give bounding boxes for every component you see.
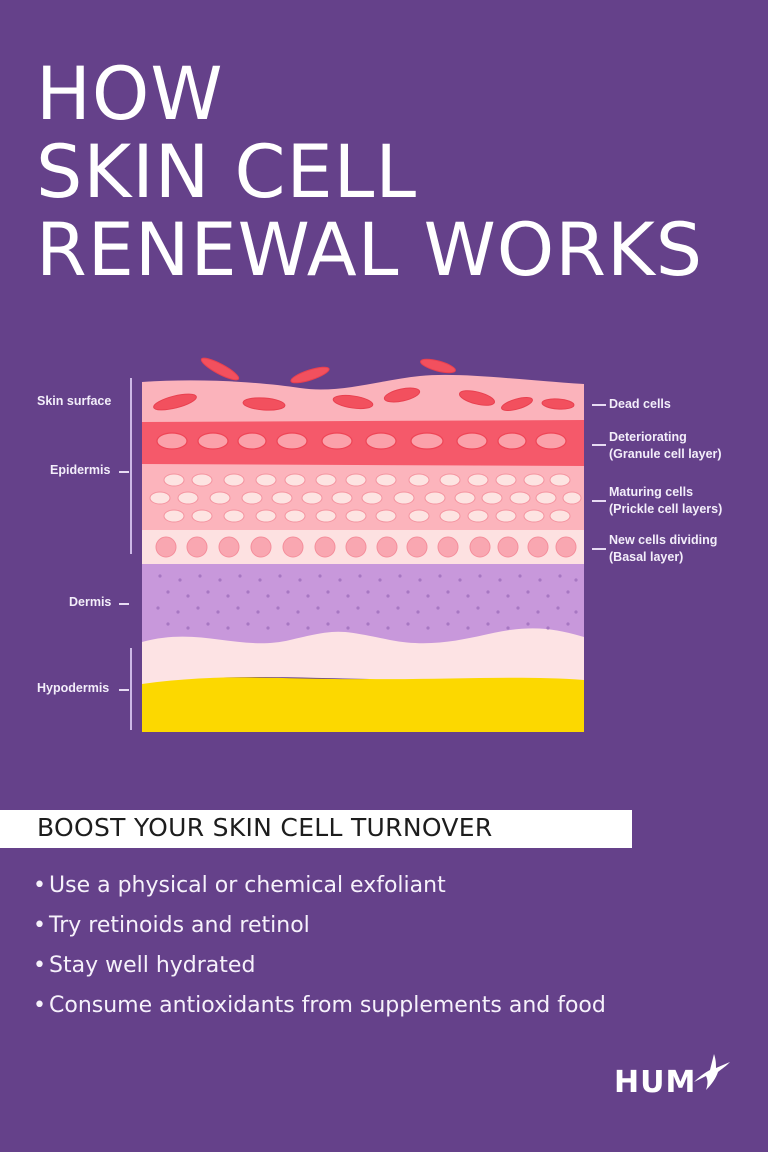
tip-item: •Use a physical or chemical exfoliant [33,866,606,906]
tip-item: •Consume antioxidants from supplements a… [33,986,606,1026]
tip-text: Stay well hydrated [49,953,256,978]
label-maturing-title: Maturing cells [609,485,694,499]
logo-text: HUM [614,1065,697,1100]
dermis-tick [119,603,129,605]
label-new-cells: New cells dividing (Basal layer) [609,532,717,566]
tip-text: Consume antioxidants from supplements an… [49,993,606,1018]
new-cells-tick [592,548,606,550]
label-epidermis: Epidermis [50,463,111,477]
tip-text: Use a physical or chemical exfoliant [49,873,446,898]
epidermis-bracket [130,378,132,554]
label-hypodermis: Hypodermis [37,681,110,695]
hummingbird-icon [694,1054,730,1090]
page-title: HOW SKIN CELL RENEWAL WORKS [36,56,703,290]
hypodermis-layer [142,675,584,732]
flaking-dead-cells [200,357,456,384]
label-maturing: Maturing cells (Prickle cell layers) [609,484,722,518]
tip-item: •Stay well hydrated [33,946,606,986]
tips-list: •Use a physical or chemical exfoliant •T… [33,866,606,1026]
dermis-layer [142,564,584,644]
title-line-3: RENEWAL WORKS [36,208,704,293]
tip-text: Try retinoids and retinol [49,913,310,938]
label-maturing-sub: (Prickle cell layers) [609,502,723,516]
bullet: • [33,873,46,898]
hum-logo: HUM [614,1048,734,1100]
bullet: • [33,953,46,978]
label-deteriorating: Deteriorating (Granule cell layer) [609,429,722,463]
section-heading-bar [0,810,632,848]
label-skin-surface: Skin surface [37,394,112,408]
label-deteriorating-title: Deteriorating [609,430,687,444]
granule-cells [156,432,567,450]
hypodermis-tick [119,689,129,691]
label-new-cells-sub: (Basal layer) [609,550,684,564]
epidermis-tick [119,471,129,473]
skin-layers-diagram: Skin surface Epidermis Dermis Hypodermis… [0,340,768,760]
dead-cells-tick [592,404,606,406]
maturing-tick [592,500,606,502]
tip-item: •Try retinoids and retinol [33,906,606,946]
dead-cells [153,387,575,412]
skin-layers-graphic [142,357,584,732]
bullet: • [33,993,46,1018]
hypodermis-bracket [130,648,132,730]
section-heading: BOOST YOUR SKIN CELL TURNOVER [37,813,493,842]
label-new-cells-title: New cells dividing [609,533,718,547]
dermis-dots [156,574,578,630]
basal-cells [155,536,577,558]
title-line-2: SKIN CELL [36,130,417,215]
granule-layer [142,418,584,466]
label-dermis: Dermis [69,595,112,609]
label-deteriorating-sub: (Granule cell layer) [609,447,722,461]
label-dead-cells: Dead cells [609,397,671,411]
deteriorating-tick [592,444,606,446]
title-line-1: HOW [36,52,224,137]
bullet: • [33,913,46,938]
prickle-cells [149,473,582,523]
